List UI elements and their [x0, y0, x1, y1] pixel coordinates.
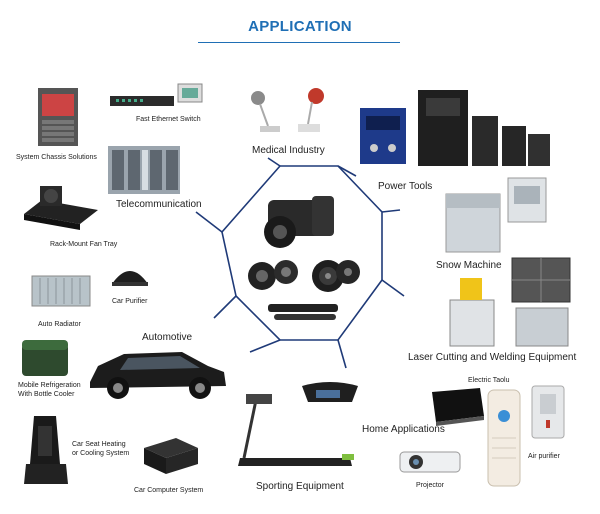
- mobile-refrigerator-image: [22, 340, 68, 376]
- ethernet-switch-image: [110, 83, 203, 106]
- category-sporting-equipment: Sporting Equipment: [256, 481, 344, 492]
- category-telecommunication: Telecommunication: [116, 199, 202, 210]
- air-purifier-tower-image: [531, 385, 565, 439]
- treadmill-image: [238, 382, 358, 466]
- label-car-purifier: Car Purifier: [112, 298, 148, 305]
- label-system-chassis: System Chassis Solutions: [16, 154, 97, 161]
- electric-taolu-image: [432, 388, 484, 426]
- label-rack-mount-fan-tray: Rack-Mount Fan Tray: [50, 241, 118, 248]
- suv-car-image: [90, 352, 226, 399]
- car-seat-image: [24, 416, 68, 484]
- label-mobile-refrigeration: Mobile Refrigeration: [18, 382, 81, 389]
- label-projector: Projector: [416, 482, 445, 489]
- category-power-tools: Power Tools: [378, 181, 433, 192]
- page-title: APPLICATION: [248, 18, 352, 35]
- label-fast-ethernet-switch: Fast Ethernet Switch: [136, 116, 201, 123]
- label-car-seat-heating: Car Seat Heating: [72, 441, 126, 448]
- car-purifier-image: [112, 271, 148, 286]
- label-car-computer-system: Car Computer System: [134, 487, 204, 494]
- auto-radiator-image: [31, 275, 91, 307]
- category-laser-cutting-welding: Laser Cutting and Welding Equipment: [408, 352, 577, 363]
- label-cooling-system: or Cooling System: [72, 450, 130, 457]
- category-medical-industry: Medical Industry: [252, 145, 325, 156]
- label-electric-taolu: Electric Taolu: [468, 377, 510, 384]
- projector-image: [399, 451, 461, 473]
- category-automotive: Automotive: [142, 332, 193, 343]
- category-snow-machine: Snow Machine: [436, 260, 502, 271]
- title-underline: [198, 42, 400, 43]
- label-auto-radiator: Auto Radiator: [38, 321, 81, 328]
- power-tools-image: [360, 90, 550, 166]
- label-air-purifier: Air purifier: [528, 453, 560, 460]
- air-purifier-image: [487, 389, 521, 487]
- laser-welding-image: [449, 257, 571, 347]
- category-home-applications: Home Applications: [362, 424, 445, 435]
- car-computer-image: [144, 438, 198, 474]
- label-bottle-cooler: With Bottle Cooler: [18, 391, 75, 398]
- snow-machine-image: [445, 177, 547, 253]
- system-chassis-image: [38, 88, 78, 146]
- motor-cluster-image: [248, 196, 360, 320]
- fan-tray-image: [24, 186, 98, 230]
- telecom-datacenter-image: [108, 146, 180, 194]
- medical-lamps-image: [251, 88, 324, 132]
